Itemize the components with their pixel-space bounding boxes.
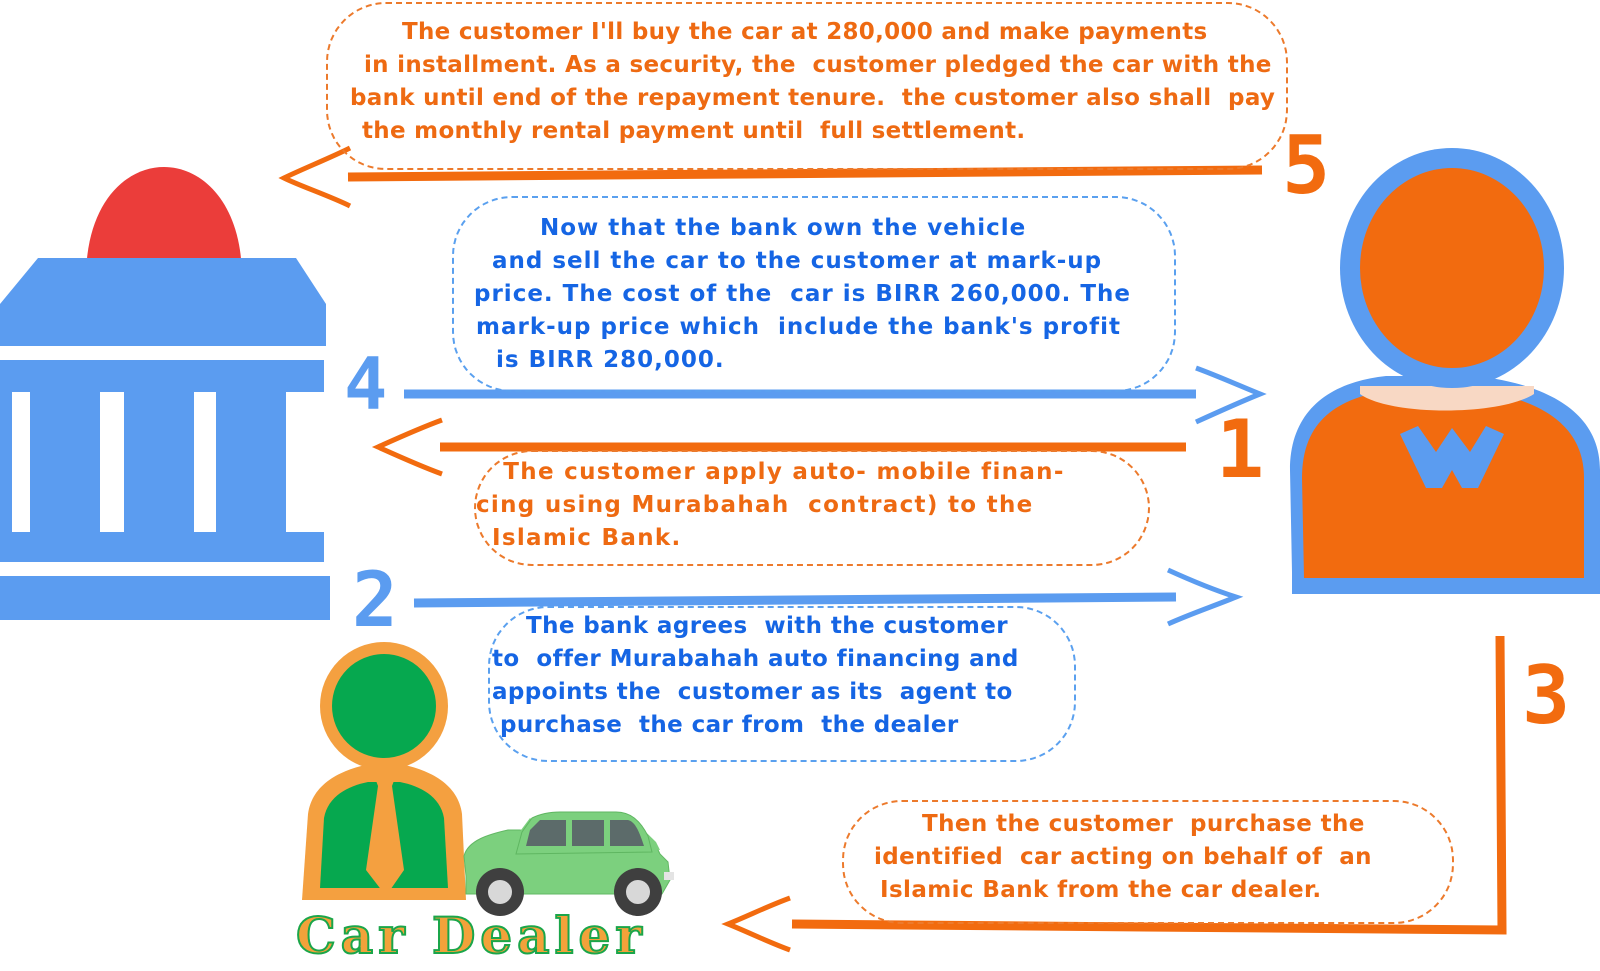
step-3-line: Then the customer purchase the [922,811,1365,837]
step-4-bubble: Now that the bank own the vehicle and se… [452,196,1176,392]
step-number-1: 1 [1216,403,1265,496]
step-1-line: Islamic Bank. [492,525,682,551]
car-icon [463,811,674,916]
step-2-line: appoints the customer as its agent to [492,679,1013,705]
step-2-line: The bank agrees with the customer [526,613,1009,639]
step-2-line: to offer Murabahah auto financing and [492,646,1019,672]
step-number-5: 5 [1282,119,1331,212]
step-4-line: mark-up price which include the bank's p… [476,314,1122,340]
step-4-line: is BIRR 280,000. [496,347,725,373]
step-3-line: Islamic Bank from the car dealer. [880,877,1322,903]
arrow-step-2 [413,567,1244,627]
arrow-step-5 [278,145,1263,209]
step-4-line: and sell the car to the customer at mark… [492,248,1103,274]
step-3-line: identified car acting on behalf of an [874,844,1372,870]
step-3-bubble: Then the customer purchase the identifie… [842,800,1454,924]
car-dealer-label: Car Dealer [295,905,647,966]
step-1-bubble: The customer apply auto- mobile finan- c… [474,450,1150,566]
step-1-line: The customer apply auto- mobile finan- [494,459,1065,485]
bank-icon [0,167,330,620]
step-2-line: purchase the car from the dealer [500,712,959,738]
step-5-line: bank until end of the repayment tenure. … [350,85,1276,111]
step-number-3: 3 [1522,649,1571,742]
step-5-line: The customer I'll buy the car at 280,000… [402,19,1208,45]
arrow-step-4 [404,365,1267,425]
step-2-bubble: The bank agrees with the customer to off… [488,606,1076,762]
step-number-4: 4 [344,342,388,426]
step-1-line: cing using Murabahah contract) to the [476,492,1034,518]
customer-icon [1290,148,1600,594]
arrow-step-3 [721,635,1507,953]
arrow-step-1 [371,417,1186,477]
step-4-line: Now that the bank own the vehicle [540,215,1027,241]
step-5-line: the monthly rental payment until full se… [362,118,1026,144]
step-5-line: in installment. As a security, the custo… [364,52,1272,78]
step-4-line: price. The cost of the car is BIRR 260,0… [474,281,1132,307]
step-number-2: 2 [352,555,398,644]
car-dealer-icon [302,642,466,900]
step-5-bubble: The customer I'll buy the car at 280,000… [326,2,1288,170]
